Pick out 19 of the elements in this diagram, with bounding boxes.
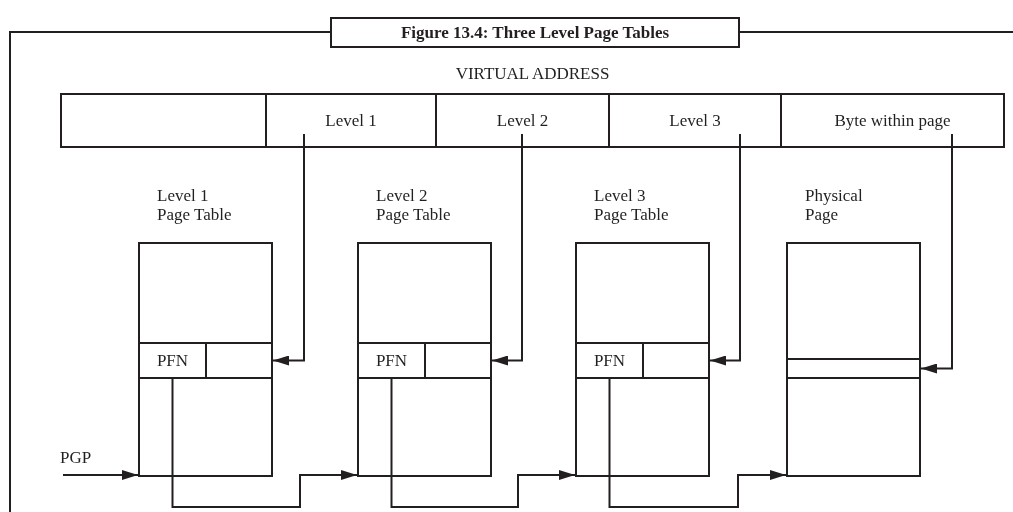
table-entry [424,342,492,379]
arrow [709,133,741,366]
page-heading: Physical Page [805,186,864,224]
pointer-label: PGP [60,448,106,472]
page-entry [786,358,921,379]
table-entry [205,342,273,379]
arrow [920,133,953,374]
table-heading: Level 3 Page Table [594,186,670,224]
address-heading: VIRTUAL ADDRESS [454,64,611,83]
arrow [62,470,139,480]
table-entry [642,342,710,379]
arrow [272,133,305,366]
table-heading: Level 1 Page Table [157,186,233,224]
arrow [171,378,358,508]
figure-title: Figure 13.4: Three Level Page Tables [330,17,740,48]
arrow [390,378,576,508]
arrow [608,378,787,508]
table-heading: Level 2 Page Table [376,186,452,224]
arrow [491,133,523,366]
